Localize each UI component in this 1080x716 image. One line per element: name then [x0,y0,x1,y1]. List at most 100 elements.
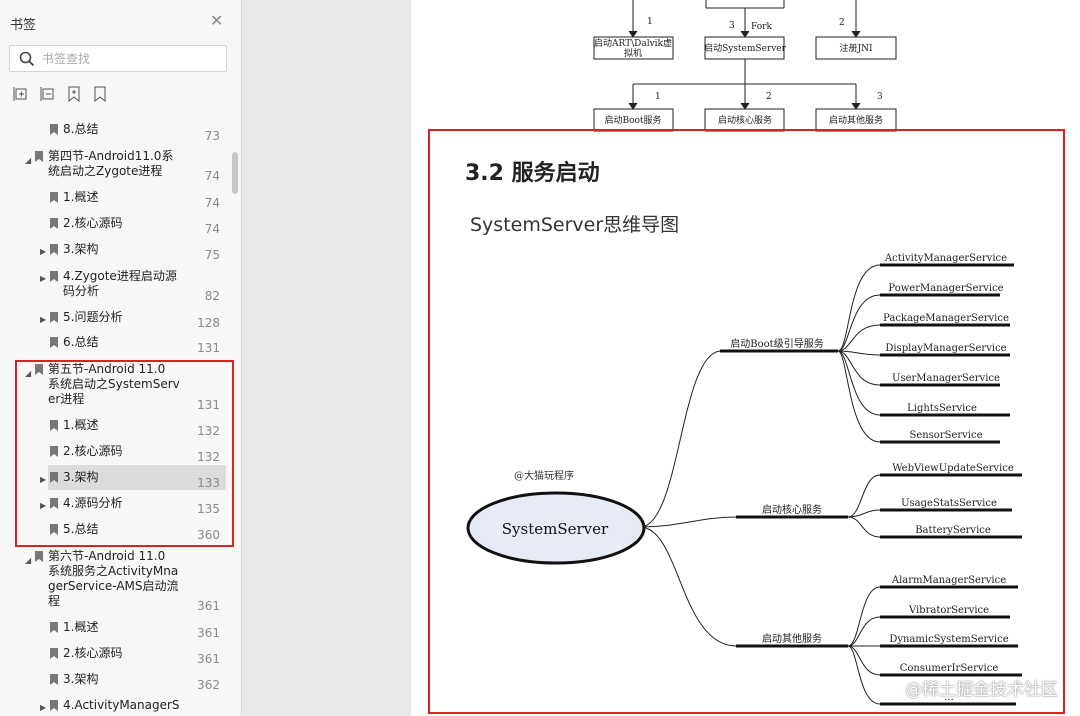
bookmark-icon[interactable] [92,86,108,102]
page-number: 74 [204,169,220,183]
bookmark-icon [50,700,58,711]
search-icon [19,51,35,67]
bookmark-tree: 8.总结 73 ◢ 第四节-Android11.0系 统启动之Zygote进程 … [0,0,241,716]
tree-item[interactable]: ▶ 4.源码分析 135 [0,496,232,522]
expand-triangle-icon[interactable]: ▶ [40,703,47,712]
bookmark-icon [50,498,58,509]
page-number: 74 [204,196,220,210]
tree-item-label: 3.架构 [63,470,99,484]
tree-item-label: 统启动之Zygote进程 [48,164,163,178]
bookmark-sidebar: 书签 ✕ 8.总结 73 ◢ 第四节-Android11.0系 统启动之Zygo… [0,0,242,716]
tree-item-label: 1.概述 [63,190,99,204]
bookmark-icon [50,192,58,203]
tree-item-label: 2.核心源码 [63,216,123,230]
page-number: 82 [204,289,220,303]
tree-item-label: er进程 [48,392,85,406]
bookmark-icon [50,648,58,659]
tree-item[interactable]: 2.核心源码 361 [0,646,232,672]
bookmark-icon [50,312,58,323]
tree-item[interactable]: 1.概述 74 [0,190,232,216]
collapse-all-icon[interactable] [40,86,56,102]
tree-item[interactable]: ◢ 第六节-Android 11.0 系统服务之ActivityMna gerS… [0,549,232,615]
tree-item-label: 8.总结 [63,122,99,136]
tree-item-label: 系统启动之SystemServ [48,377,180,391]
tree-item-label: 码分析 [63,284,100,298]
expand-all-icon[interactable] [13,86,29,102]
sidebar-title: 书签 [10,18,37,33]
expand-triangle-icon[interactable]: ▶ [40,315,47,324]
tree-item[interactable]: ◢ 第五节-Android 11.0 系统启动之SystemServ er进程 … [0,362,232,414]
tree-item-label: 第四节-Android11.0系 [48,149,174,163]
sidebar-scrollbar[interactable] [232,152,238,194]
page-number: 135 [197,502,220,516]
tree-item[interactable]: 2.核心源码 132 [0,444,232,470]
collapse-triangle-icon[interactable]: ◢ [25,156,32,165]
tree-item-selected[interactable]: ▶ 3.架构 133 [40,465,226,490]
tree-item-label: 4.Zygote进程启动源 [63,269,177,283]
bookmark-icon [50,674,58,685]
page-number: 360 [197,528,220,542]
search-input[interactable] [42,49,222,68]
tree-item-label: 4.ActivityManagerS [63,698,180,712]
tree-item-label: 4.源码分析 [63,496,123,510]
tree-item[interactable]: 3.架构 362 [0,672,232,698]
section-title: 3.2 服务启动 [465,161,600,186]
tree-item-label: 2.核心源码 [63,646,123,660]
bookmark-icon [50,218,58,229]
tree-item-label: 5.问题分析 [63,310,123,324]
bookmark-icon [50,472,58,483]
expand-triangle-icon[interactable]: ▶ [40,501,47,510]
page-number: 131 [197,398,220,412]
tree-item[interactable]: ▶ 4.ActivityManagerS [0,698,232,716]
bookmark-search[interactable] [9,45,227,72]
collapse-triangle-icon[interactable]: ◢ [25,369,32,378]
tree-item-label: 2.核心源码 [63,444,123,458]
tree-item[interactable]: ▶ 5.问题分析 128 [0,310,232,336]
bookmark-icon [50,446,58,457]
page-number: 132 [197,450,220,464]
tree-item-label: 6.总结 [63,335,99,349]
tree-item[interactable]: 6.总结 131 [0,335,232,359]
tree-item[interactable]: 2.核心源码 74 [0,216,232,242]
watermark: @稀土掘金技术社区 [905,680,1058,700]
page-number: 73 [204,129,220,143]
bookmark-icon [50,622,58,633]
tree-item-label: 第六节-Android 11.0 [48,549,166,563]
collapse-triangle-icon[interactable]: ◢ [25,556,32,565]
page-number: 361 [197,626,220,640]
tree-item[interactable]: ◢ 第四节-Android11.0系 统启动之Zygote进程 74 [0,149,232,189]
bookmark-icon [35,364,43,375]
bookmark-icon [35,551,43,562]
tree-item-label: 系统服务之ActivityMna [48,564,179,578]
tree-item[interactable]: ▶ 3.架构 75 [0,242,232,268]
bookmark-icon [50,524,58,535]
tree-item[interactable]: 5.总结 360 [0,522,232,546]
tree-item[interactable]: 1.概述 361 [0,620,232,646]
expand-triangle-icon[interactable]: ▶ [40,247,47,256]
bookmark-icon [50,271,58,282]
bookmark-icon [50,420,58,431]
tree-item-label: 5.总结 [63,522,99,536]
tree-item-label: 1.概述 [63,620,99,634]
tree-item-label: 3.架构 [63,242,99,256]
page-number: 128 [197,316,220,330]
close-icon[interactable]: ✕ [210,11,224,30]
page-number: 361 [197,652,220,666]
page-number: 75 [204,248,220,262]
tree-item-label: 第五节-Android 11.0 [48,362,166,376]
page-number: 361 [197,599,220,613]
page-number: 131 [197,341,220,355]
tree-item[interactable]: 1.概述 132 [0,418,232,444]
expand-triangle-icon[interactable]: ▶ [40,475,47,484]
tree-item-label: 3.架构 [63,672,99,686]
tree-item[interactable]: ▶ 4.Zygote进程启动源 码分析 82 [0,269,232,309]
section-subtitle: SystemServer思维导图 [470,214,680,236]
bookmark-icon [50,124,58,135]
expand-triangle-icon[interactable]: ▶ [40,274,47,283]
tree-item[interactable]: 8.总结 73 [0,122,232,148]
page-number: 132 [197,424,220,438]
page-number: 362 [197,678,220,692]
add-bookmark-icon[interactable] [66,86,82,102]
tree-item-label: gerService-AMS启动流 [48,579,179,593]
tree-item-label: 1.概述 [63,418,99,432]
